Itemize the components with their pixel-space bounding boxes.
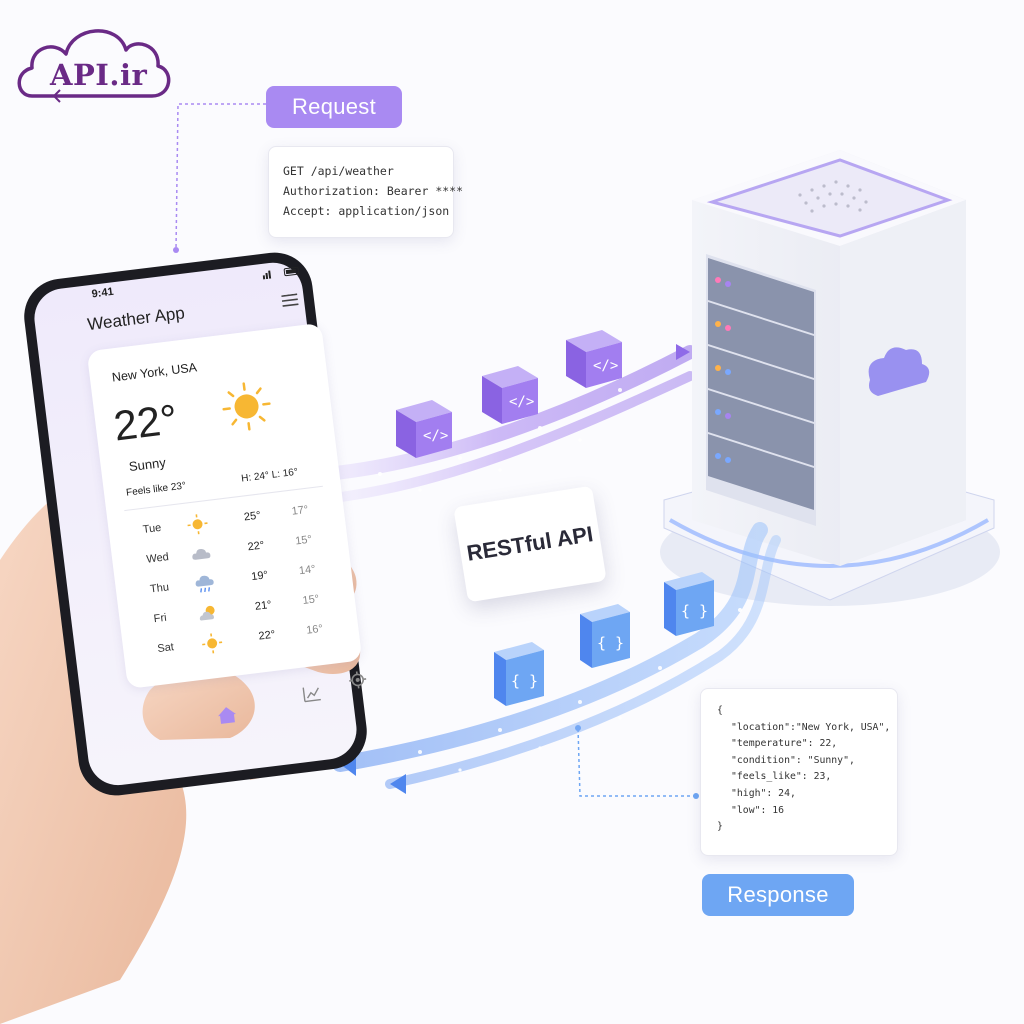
rain-cloud-icon [195, 575, 214, 593]
response-line: "temperature": 22, [731, 738, 838, 750]
forecast-row: Wed 22° 15° [125, 525, 337, 578]
home-icon[interactable] [215, 704, 239, 727]
current-temperature: 22° [111, 395, 180, 450]
forecast-day: Wed [145, 551, 170, 566]
request-line: Authorization: Bearer **** [283, 184, 464, 198]
svg-text:</>: </> [509, 394, 534, 410]
sun-icon [202, 633, 223, 654]
response-stream [332, 522, 781, 794]
current-condition: Sunny [128, 454, 167, 475]
request-line: GET /api/weather [283, 164, 394, 178]
svg-text:{ }: { } [597, 634, 624, 652]
menu-icon[interactable] [281, 293, 299, 307]
gear-icon[interactable] [348, 670, 368, 690]
forecast-row: Fri 21° 15° [132, 584, 344, 637]
response-cube: { } [664, 572, 714, 636]
response-line: "condition": "Sunny", [731, 754, 855, 766]
forecast-high: 22° [246, 539, 265, 554]
request-cube: </> [396, 400, 452, 458]
cloud-icon [192, 548, 211, 560]
forecast-high: 25° [243, 509, 262, 524]
high-low-text: H: 24° L: 16° [240, 466, 299, 485]
forecast-high: 19° [250, 569, 269, 584]
feels-like-text: Feels like 23° [125, 480, 187, 499]
request-connector [175, 103, 266, 251]
response-cube: { } [580, 604, 630, 668]
svg-text:</>: </> [423, 428, 448, 444]
forecast-day: Thu [149, 581, 170, 596]
request-line: Accept: application/json [283, 204, 450, 218]
forecast-high: 21° [254, 598, 273, 613]
response-line: "feels_like": 23, [731, 771, 832, 783]
forecast-day: Fri [153, 611, 168, 626]
forecast-day: Tue [142, 521, 162, 536]
logo-text: API.ir [50, 58, 148, 92]
response-line: "low": 16 [731, 804, 785, 816]
response-line: "location":"New York, USA", [731, 721, 891, 733]
location-text: New York, USA [111, 360, 198, 385]
response-line: { [717, 705, 723, 716]
response-line: } [717, 821, 723, 833]
api-ir-logo: API.ir [14, 14, 174, 106]
status-icons [262, 266, 300, 280]
status-time: 9:41 [91, 285, 115, 301]
forecast-low: 15° [301, 593, 320, 608]
svg-text:{ }: { } [681, 602, 708, 620]
chart-icon[interactable] [301, 683, 323, 703]
response-cube: { } [494, 642, 544, 706]
forecast-day: Sat [156, 641, 175, 656]
forecast-row: Thu 19° 14° [129, 554, 341, 607]
server-rack-units [708, 258, 814, 510]
request-label: Request [266, 86, 402, 128]
sun-icon [222, 382, 271, 431]
svg-text:</>: </> [593, 358, 618, 374]
server-illustration [660, 150, 1000, 606]
partly-cloudy-icon [199, 605, 215, 621]
forecast-low: 16° [305, 622, 324, 637]
request-cube: </> [566, 330, 622, 388]
response-connector [577, 727, 696, 797]
forecast-low: 17° [290, 503, 309, 518]
response-line: "high": 24, [731, 787, 796, 799]
response-label: Response [702, 874, 854, 916]
forecast-low: 14° [298, 563, 317, 578]
weather-card: New York, USA 22° Sunny Feels like 23° H… [86, 322, 363, 689]
svg-text:{ }: { } [511, 672, 538, 690]
forecast-row: Sat 22° 16° [136, 614, 348, 667]
forecast-low: 15° [294, 533, 313, 548]
weather-app-screen: 9:41 Weather App New York, USA 22° Sunny… [62, 248, 398, 768]
response-code-bubble: { "location":"New York, USA", "temperatu… [700, 688, 898, 856]
request-code-bubble: GET /api/weather Authorization: Bearer *… [268, 146, 464, 238]
forecast-high: 22° [257, 628, 276, 643]
sun-icon [187, 514, 208, 535]
app-title: Weather App [86, 303, 186, 335]
cloud-logo-icon [17, 29, 171, 103]
forecast-row: Tue 25° 17° [122, 495, 334, 548]
request-cube: </> [482, 366, 538, 424]
